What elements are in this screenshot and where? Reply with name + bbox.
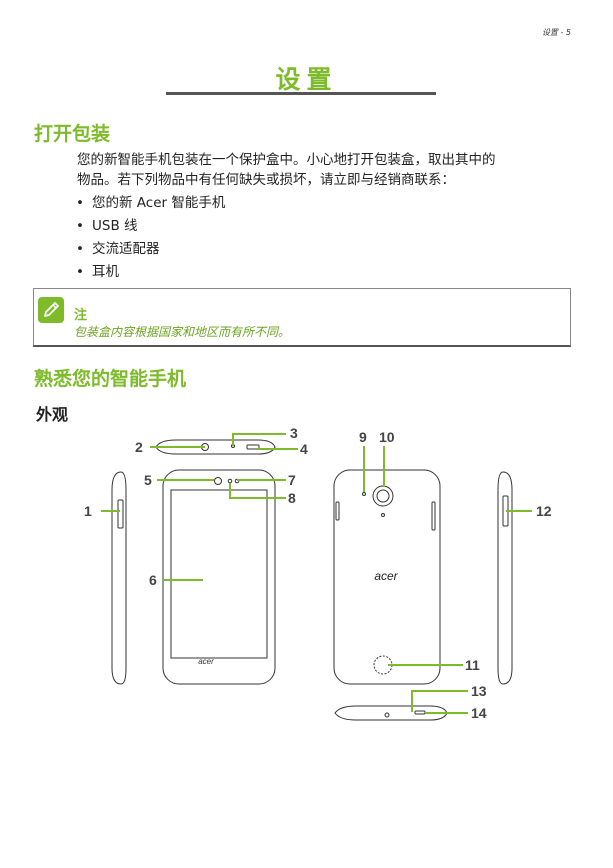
callout-6: 6 [149, 572, 157, 588]
list-item: •您的新 Acer 智能手机 [76, 195, 226, 211]
chapter-title: 设置 [275, 65, 338, 94]
pencil-icon [38, 297, 64, 323]
acer-logo-front: acer [198, 657, 214, 666]
unpack-paragraph-line2: 物品。若下列物品中有任何缺失或损坏，请立即与经销商联系： [77, 172, 455, 188]
callout-11: 11 [465, 657, 480, 673]
appearance-heading: 外观 [36, 405, 69, 424]
callout-4: 4 [300, 441, 308, 457]
front-camera-icon [214, 477, 222, 485]
callout-5: 5 [144, 472, 152, 488]
note-text: 包装盒内容根据国家和地区而有所不同。 [74, 325, 291, 339]
callout-7: 7 [288, 472, 296, 488]
note-label: 注 [74, 308, 88, 323]
phone-left-side [111, 471, 127, 685]
usb-port [414, 710, 426, 715]
list-item: •交流适配器 [76, 241, 160, 257]
familiar-heading: 熟悉您的智能手机 [34, 368, 187, 390]
list-item: •USB 线 [76, 218, 138, 234]
phone-right-side [497, 471, 513, 685]
callout-2: 2 [135, 439, 143, 455]
power-button-top [246, 444, 260, 450]
rear-camera-icon [372, 485, 394, 507]
callout-8: 8 [288, 490, 296, 506]
phone-back [333, 469, 441, 685]
note-box: 注 包装盒内容根据国家和地区而有所不同。 [33, 288, 571, 347]
callout-3: 3 [290, 425, 298, 441]
chapter-title-rule [166, 92, 436, 95]
callout-13: 13 [471, 683, 487, 699]
unpack-paragraph-line1: 您的新智能手机包装在一个保护盒中。小心地打开包装盒，取出其中的 [77, 152, 496, 168]
phone-top-edge [155, 439, 276, 455]
running-head: 设置 - 5 [541, 28, 571, 37]
package-contents-list: •您的新 Acer 智能手机 •USB 线 •交流适配器 •耳机 [76, 192, 225, 284]
list-item: •耳机 [76, 264, 119, 280]
phone-screen [170, 489, 268, 659]
acer-logo-back: acer [374, 569, 398, 583]
volume-button-left [117, 499, 124, 529]
callout-1: 1 [84, 503, 92, 519]
phone-front [162, 469, 276, 685]
unpack-heading: 打开包装 [34, 123, 111, 145]
callout-12: 12 [536, 503, 552, 519]
callout-9: 9 [359, 429, 367, 445]
callout-10: 10 [379, 429, 395, 445]
callout-14: 14 [471, 705, 487, 721]
